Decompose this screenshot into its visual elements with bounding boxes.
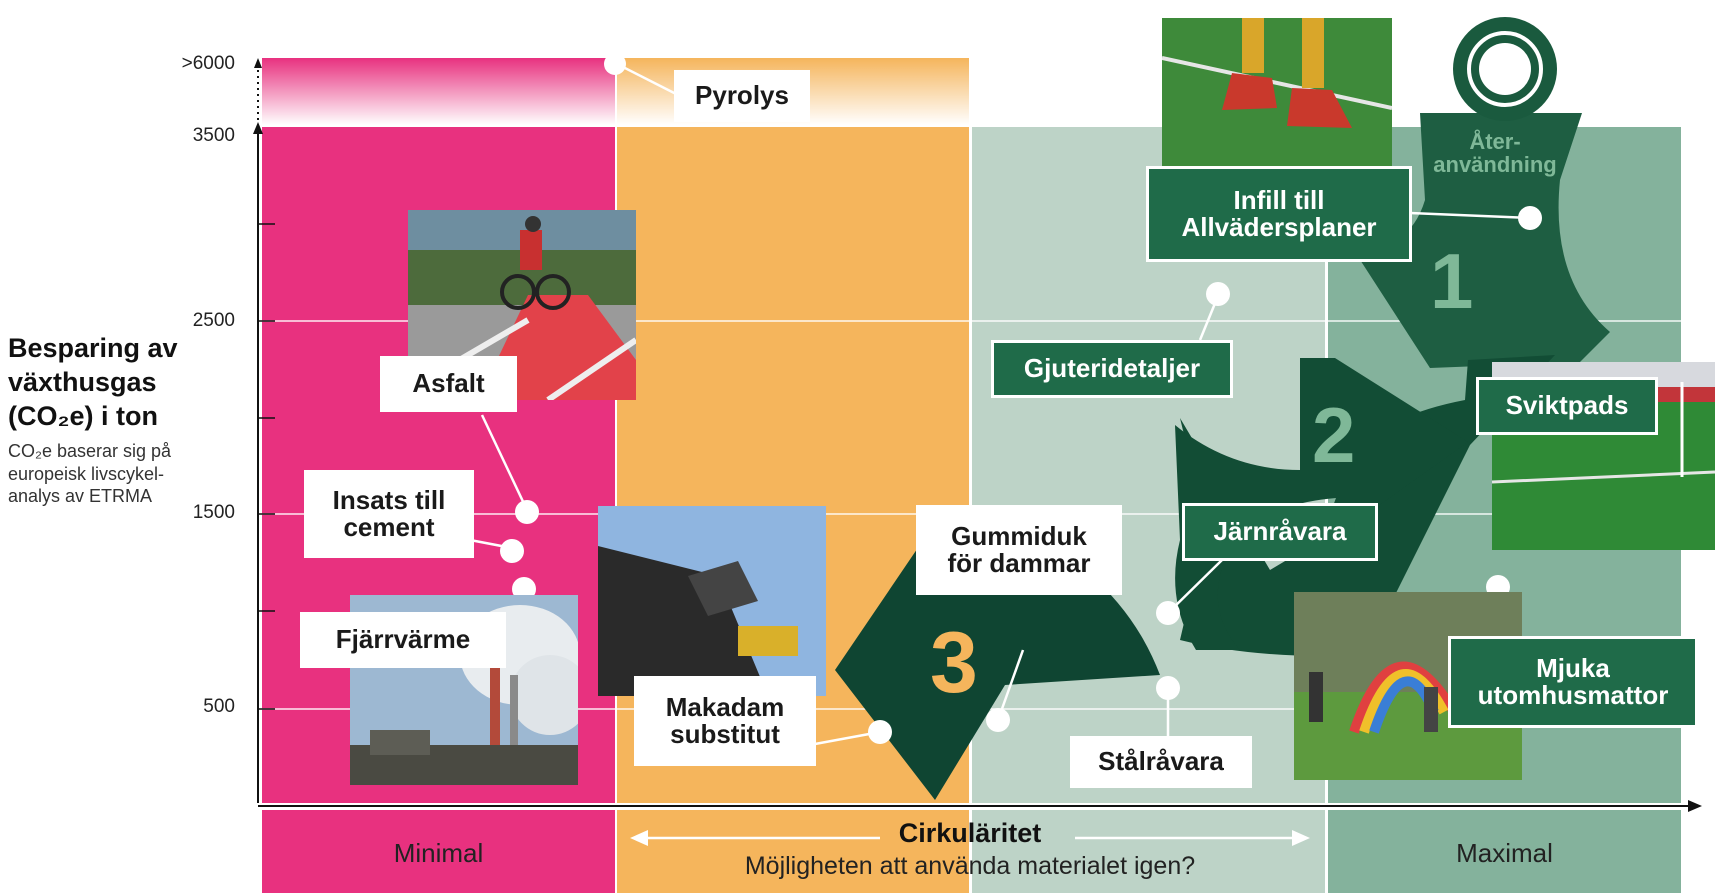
cyclist-image <box>408 210 636 400</box>
dot-jarn <box>1156 601 1180 625</box>
dot-insats <box>500 539 524 563</box>
label-gjuteri: Gjuteridetaljer <box>991 340 1233 398</box>
connector-infill <box>1409 211 1531 220</box>
photo-football <box>1162 18 1392 166</box>
cirk-arrow-left-head <box>630 830 648 846</box>
x-axis-title: Cirkuläritet <box>898 818 1042 848</box>
ytick-label: 500 <box>203 696 235 717</box>
x-min-label: Minimal <box>393 838 484 868</box>
y-axis-note: CO₂e baserar sig på europeisk livscykel-… <box>8 441 172 506</box>
y-axis-title: Besparing av växthusgas (CO₂e) i ton <box>8 333 178 431</box>
arrow-three-number: 3 <box>930 615 978 711</box>
dot-gummiduk <box>986 708 1010 732</box>
ytick-label: >6000 <box>181 53 235 74</box>
cirk-arrow-right-head <box>1292 830 1310 846</box>
photo-cyclist <box>408 210 636 400</box>
bottom-band-maximal <box>1328 810 1681 893</box>
bottom-band-low <box>617 810 969 893</box>
reuse-label: Åter- användning <box>1433 129 1557 178</box>
dot-stal <box>1156 676 1180 700</box>
bottom-band-high <box>972 810 1325 893</box>
label-asfalt: Asfalt <box>380 356 517 412</box>
photo-gravel <box>598 506 826 696</box>
arrow-one <box>1355 113 1610 368</box>
x-max-label: Maximal <box>1456 838 1553 868</box>
label-makadam: Makadam substitut <box>634 676 816 766</box>
football-image <box>1162 18 1392 166</box>
dot-infill <box>1518 206 1542 230</box>
dot-pyrolys <box>604 53 626 75</box>
circular-stamp-icon <box>1450 14 1560 124</box>
label-stalravara: Stålråvara <box>1070 736 1252 788</box>
bottom-band-minimal <box>262 810 615 893</box>
connector-gummiduk <box>996 649 1025 721</box>
label-infill: Infill till Allvädersplaner <box>1146 166 1412 262</box>
label-mjuka: Mjuka utomhusmattor <box>1448 636 1698 728</box>
label-fjarrvarme: Fjärrvärme <box>300 612 506 668</box>
ytick-label: 2500 <box>192 310 235 331</box>
label-pyrolys: Pyrolys <box>674 70 810 122</box>
dot-asfalt <box>515 500 539 524</box>
x-axis-arrowhead <box>1688 800 1702 812</box>
gravel-image <box>598 506 826 696</box>
arrow-two-main <box>1175 358 1468 650</box>
label-jarnravara: Järnråvara <box>1182 503 1378 561</box>
stamp-svg <box>1453 17 1557 121</box>
connector-pyrolys <box>616 62 681 98</box>
ytick-label: 3500 <box>192 125 235 146</box>
dot-makadam <box>868 720 892 744</box>
arrow-one-number: 1 <box>1430 237 1474 325</box>
y-axis-arrowhead <box>253 122 263 134</box>
label-sviktpads: Sviktpads <box>1476 377 1658 435</box>
arrow-two-number: 2 <box>1312 391 1356 479</box>
label-insats: Insats till cement <box>304 470 474 558</box>
label-gummiduk: Gummiduk för dammar <box>916 505 1122 595</box>
dot-gjuteri <box>1206 282 1230 306</box>
connector-asfalt <box>480 414 529 511</box>
ytick-label: 1500 <box>192 502 235 523</box>
x-axis-subtitle: Möjligheten att använda materialet igen? <box>744 852 1196 880</box>
connector-jarn <box>1167 559 1223 614</box>
y-axis-top-arrowhead <box>254 58 262 68</box>
